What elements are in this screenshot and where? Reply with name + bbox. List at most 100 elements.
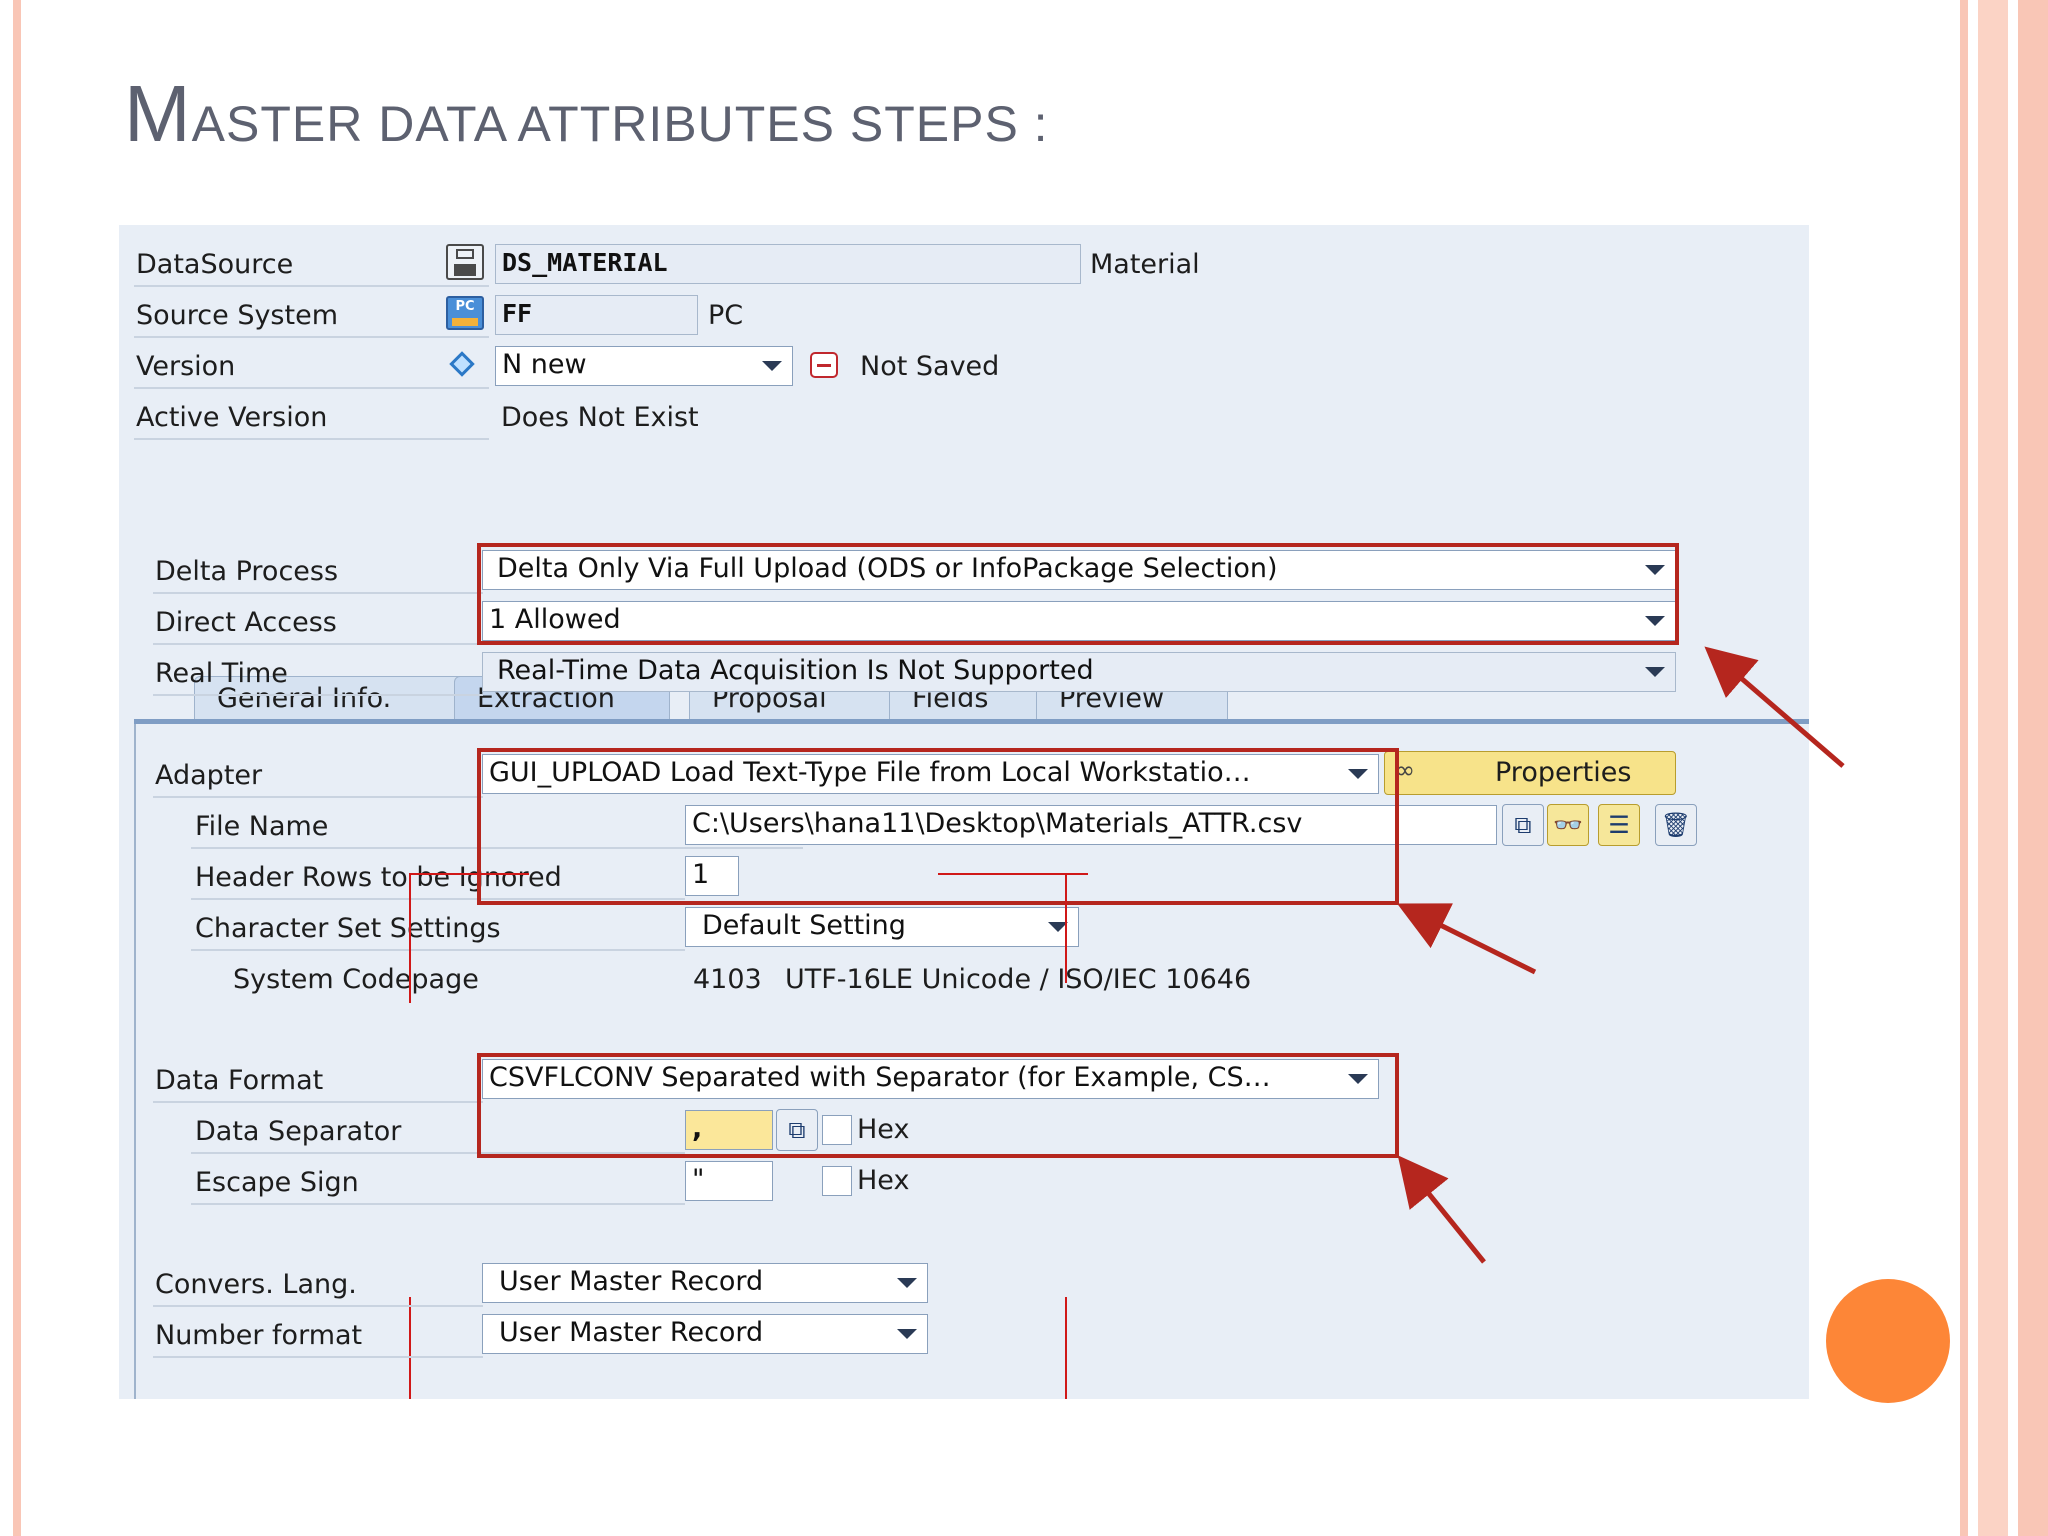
select-file-button[interactable]: ⧉ [1502,804,1544,846]
panel-left-edge [134,724,136,1399]
delta-process-dropdown[interactable]: Delta Only Via Full Upload (ODS or InfoP… [482,550,1676,590]
chevron-down-icon [762,361,782,371]
source-system-underline [134,336,489,338]
number-format-label: Number format [155,1320,363,1351]
data-separator-label: Data Separator [195,1116,402,1147]
highlight-adapter [477,748,1399,905]
version-status: Not Saved [860,351,1000,382]
chevron-down-icon [897,1278,917,1288]
annotation-line-5 [409,1297,411,1399]
properties-label: Properties [1495,757,1632,788]
adapter-underline [153,796,483,798]
version-underline [134,387,489,389]
number-format-value: User Master Record [499,1317,764,1348]
data-separator-underline [191,1152,685,1154]
direct-access-dropdown[interactable]: 1 Allowed [482,601,1676,641]
annotation-line-4 [1065,873,1067,983]
direct-access-label: Direct Access [155,607,337,638]
charset-value: Default Setting [702,910,906,941]
escape-sign-field[interactable]: " [685,1161,773,1201]
left-border-stripe [13,0,21,1536]
codepage-label: System Codepage [233,964,479,995]
separator-hex-checkbox[interactable] [822,1115,852,1145]
tab-general-info[interactable]: General Info. [194,676,467,722]
number-format-underline [153,1356,483,1358]
charset-dropdown[interactable]: Default Setting [685,907,1079,947]
sap-datasource-screen: DataSource DS_MATERIAL Material Source S… [119,225,1809,1399]
chevron-down-icon [1645,565,1665,575]
source-system-label: Source System [136,300,338,331]
file-name-label: File Name [195,811,329,842]
datasource-field[interactable]: DS_MATERIAL [495,244,1081,284]
chevron-down-icon [1348,1074,1368,1084]
escape-sign-underline [191,1203,685,1205]
edit-file-button[interactable]: ☰ [1598,804,1640,846]
escape-hex-checkbox[interactable] [822,1166,852,1196]
pc-icon: PC [446,296,484,330]
charset-underline [191,949,685,951]
annotation-line-2 [409,873,529,875]
delta-process-value: Delta Only Via Full Upload (ODS or InfoP… [497,553,1278,584]
data-format-underline [153,1101,483,1103]
diamond-icon [449,351,475,377]
delta-process-label: Delta Process [155,556,339,587]
slide-title: MASTER DATA ATTRIBUTES STEPS : [124,68,1049,160]
adapter-dropdown[interactable]: GUI_UPLOAD Load Text-Type File from Loca… [482,754,1379,794]
active-version-underline [134,438,489,440]
separator-help-button[interactable]: ⧉ [776,1109,818,1151]
version-value: N new [502,349,587,380]
source-system-description: PC [708,300,744,331]
delete-icon[interactable]: 🗑 [1655,804,1697,846]
slide-title-first-letter: M [124,69,192,158]
delta-process-underline [153,592,483,594]
file-name-field[interactable]: C:\Users\hana11\Desktop\Materials_ATTR.c… [685,805,1497,845]
charset-label: Character Set Settings [195,913,501,944]
real-time-underline [153,694,483,696]
minus-icon [810,352,838,378]
real-time-dropdown[interactable]: Real-Time Data Acquisition Is Not Suppor… [482,652,1676,692]
adapter-value: GUI_UPLOAD Load Text-Type File from Loca… [489,757,1251,788]
codepage-value: UTF-16LE Unicode / ISO/IEC 10646 [785,964,1252,995]
data-format-value: CSVFLCONV Separated with Separator (for … [489,1062,1271,1093]
number-format-dropdown[interactable]: User Master Record [482,1314,928,1354]
version-dropdown[interactable]: N new [495,346,793,386]
orange-circle [1826,1279,1950,1403]
direct-access-value: 1 Allowed [489,604,621,635]
header-rows-field[interactable]: 1 [685,856,739,896]
slide-title-rest: ASTER DATA ATTRIBUTES STEPS : [191,96,1049,152]
tab-general-info-label: General Info. [217,683,392,714]
adapter-label: Adapter [155,760,263,791]
annotation-line-1 [409,873,411,1003]
direct-access-underline [153,643,483,645]
chevron-down-icon [1048,922,1068,932]
version-label: Version [136,351,236,382]
display-file-button[interactable]: 👓 [1547,804,1589,846]
save-icon[interactable] [446,244,484,280]
separator-hex-label: Hex [857,1114,910,1145]
highlight-data-format [477,1053,1399,1158]
datasource-underline [134,285,489,287]
annotation-line-6 [1065,1297,1067,1399]
escape-sign-label: Escape Sign [195,1167,359,1198]
active-version-value: Does Not Exist [501,402,699,433]
right-border-stripe-2 [1978,0,2008,1536]
real-time-label: Real Time [155,658,288,689]
data-separator-field[interactable]: , [685,1110,773,1150]
data-format-dropdown[interactable]: CSVFLCONV Separated with Separator (for … [482,1059,1379,1099]
chevron-down-icon [1645,667,1665,677]
codepage-number: 4103 [693,964,762,995]
convers-lang-label: Convers. Lang. [155,1269,357,1300]
right-border-stripe-3 [2018,0,2048,1536]
convers-lang-underline [153,1305,483,1307]
highlight-delta-direct [477,543,1679,645]
chevron-down-icon [1645,616,1665,626]
convers-lang-dropdown[interactable]: User Master Record [482,1263,928,1303]
tab-strip-line [134,719,1809,724]
chevron-down-icon [897,1329,917,1339]
file-name-underline [191,847,803,849]
datasource-label: DataSource [136,249,294,280]
data-format-label: Data Format [155,1065,324,1096]
properties-button[interactable]: ∞ Properties [1384,751,1676,795]
datasource-description: Material [1090,249,1200,280]
source-system-field[interactable]: FF [495,295,698,335]
